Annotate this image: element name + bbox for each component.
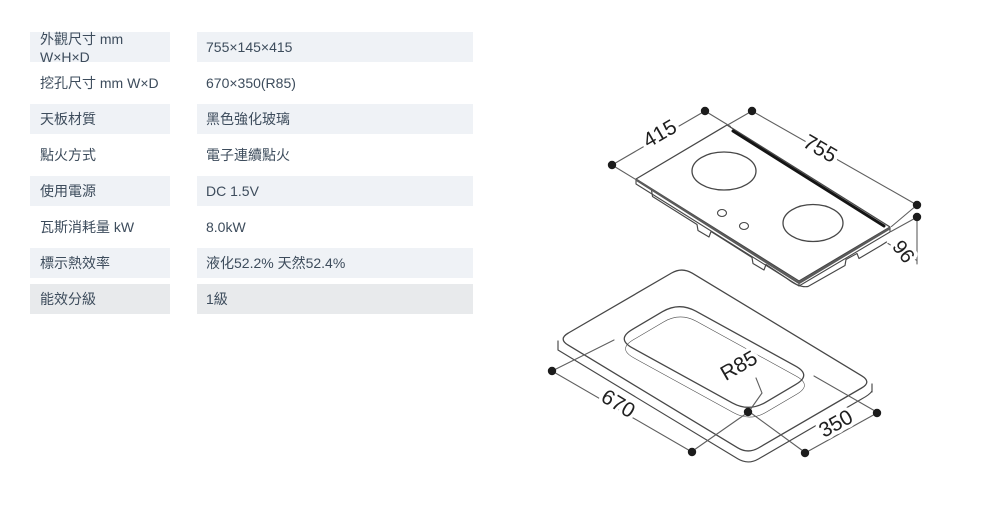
spec-label: 外觀尺寸 mm W×H×D	[30, 31, 170, 65]
dimension-dots	[547, 106, 922, 458]
igniter-dot	[716, 208, 728, 218]
glass-front-edges	[635, 178, 891, 285]
radius-leader-line	[749, 377, 763, 411]
spec-label: 天板材質	[30, 104, 170, 134]
dim-line-415	[611, 110, 732, 182]
spec-table: 外觀尺寸 mm W×H×D 755×145×415 挖孔尺寸 mm W×D 67…	[30, 31, 473, 320]
glass-thickness-lines	[635, 178, 891, 287]
spec-value: 670×350(R85)	[206, 75, 296, 91]
spec-label: 能效分級	[30, 284, 170, 314]
igniter-dot	[738, 221, 750, 231]
spec-label: 瓦斯消耗量 kW	[40, 219, 135, 235]
spec-row-power: 使用電源 DC 1.5V	[30, 176, 473, 206]
depth-dimension-label: 415	[639, 115, 681, 152]
spec-row-panel-material: 天板材質 黑色強化玻璃	[30, 104, 473, 134]
width-dimension-label: 755	[799, 130, 841, 167]
spec-row-cutout: 挖孔尺寸 mm W×D 670×350(R85)	[30, 68, 473, 98]
spec-value: 8.0kW	[206, 219, 246, 235]
right-burner-circle	[782, 203, 844, 243]
slab-thickness-lines	[557, 340, 873, 463]
spec-row-dimensions: 外觀尺寸 mm W×H×D 755×145×415	[30, 31, 473, 65]
dim-line-755	[727, 110, 918, 228]
spec-value: DC 1.5V	[197, 176, 473, 206]
spec-value: 755×145×415	[197, 32, 473, 62]
spec-row-ignition: 點火方式 電子連續點火	[30, 140, 473, 170]
spec-value: 黑色強化玻璃	[197, 104, 473, 134]
spec-value: 1級	[197, 284, 473, 314]
height-dimension-label: 96	[887, 236, 918, 267]
spec-label: 點火方式	[40, 147, 96, 163]
dimension-diagram: 415 755 96 R85 670 350	[547, 106, 922, 463]
left-burner-circle	[691, 151, 757, 191]
cutout-inner-wall	[625, 316, 805, 418]
dim-line-670	[551, 339, 748, 453]
dim-line-96	[887, 216, 918, 265]
spec-value: 電子連續點火	[206, 147, 290, 163]
spec-label: 挖孔尺寸 mm W×D	[40, 75, 159, 91]
spec-label: 標示熱效率	[30, 248, 170, 278]
spec-row-efficiency: 標示熱效率 液化52.2% 天然52.4%	[30, 248, 473, 278]
spec-value: 液化52.2% 天然52.4%	[197, 248, 473, 278]
spec-row-gas-consumption: 瓦斯消耗量 kW 8.0kW	[30, 212, 473, 242]
glass-back-edge	[731, 129, 886, 228]
spec-row-energy-grade: 能效分級 1級	[30, 284, 473, 314]
dim-line-350	[750, 375, 878, 454]
spec-label: 使用電源	[30, 176, 170, 206]
